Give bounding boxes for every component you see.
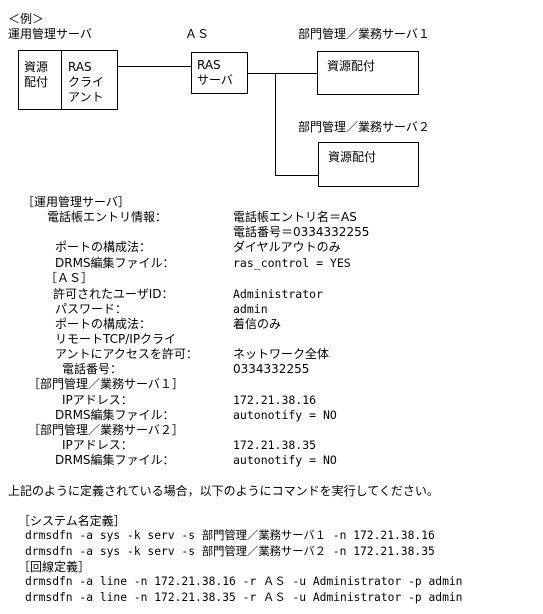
as-password-value: admin: [233, 302, 268, 316]
sys-command-2: drmsdfn -a sys -k serv -s 部門管理／業務サーバ２ -n…: [25, 545, 435, 558]
ops-phonebook-name: 電話帳エントリ名＝AS: [233, 210, 357, 224]
system-section-heading: ［システム名定義］: [18, 514, 126, 528]
ops-section-heading: ［運用管理サーバ］: [22, 195, 130, 209]
as-user-value: Administrator: [233, 287, 324, 301]
dept2-ip-value: 172.21.38.35: [233, 438, 317, 452]
dept-server1-resource-dist: 資源配付: [327, 59, 376, 73]
as-label: ＡＳ: [185, 27, 210, 41]
dept1-drms-label: DRMS編集ファイル：: [55, 408, 175, 422]
dept1-ip-label: IPアドレス：: [62, 393, 133, 407]
as-remote-value: ネットワーク全体: [233, 347, 330, 361]
ras-server-box: [191, 52, 248, 94]
as-remote-label-line2: アントにアクセスを許可：: [55, 347, 198, 361]
as-phone-value: 0334332255: [233, 362, 310, 376]
as-user-label: 許可されたユーザID：: [53, 287, 174, 301]
as-port-label: ポートの構成法：: [55, 317, 152, 331]
dept2-drms-label: DRMS編集ファイル：: [55, 453, 175, 467]
link-as-dept1: [248, 73, 317, 74]
dept2-ip-label: IPアドレス：: [62, 438, 133, 452]
dept1-drms-value: autonotify = NO: [233, 408, 337, 422]
dept-server1-box: [317, 51, 419, 95]
ras-server-line2: サーバ: [197, 73, 233, 87]
example-label: ＜例＞: [8, 12, 45, 26]
as-remote-label-line1: リモートTCP/IPクライ: [55, 332, 177, 346]
as-port-value: 着信のみ: [233, 317, 282, 331]
dept-server2-label: 部門管理／業務サーバ２: [298, 120, 430, 134]
ops-phonebook-number: 電話番号＝0334332255: [233, 225, 370, 239]
line-command-2: drmsdfn -a line -n 172.21.38.35 -r ＡＳ -u…: [25, 591, 463, 604]
ops-drms-value: ras_control = YES: [233, 256, 351, 270]
ops-server-divider: [61, 50, 62, 110]
link-as-dept2: [275, 175, 318, 176]
ras-server-line1: RAS: [197, 58, 221, 72]
ops-drms-label: DRMS編集ファイル：: [55, 256, 175, 270]
line-section-heading: ［回線定義］: [18, 560, 91, 574]
dept-server2-resource-dist: 資源配付: [328, 150, 377, 164]
resource-dist-left-line1: 資源: [24, 60, 49, 74]
ops-server-box: [18, 50, 118, 110]
sys-command-1: drmsdfn -a sys -k serv -s 部門管理／業務サーバ１ -n…: [25, 529, 435, 542]
line-command-1: drmsdfn -a line -n 172.21.38.16 -r ＡＳ -u…: [25, 575, 463, 588]
ops-port-value: ダイヤルアウトのみ: [233, 240, 341, 254]
ras-client-line1: RAS: [68, 60, 92, 74]
as-section-heading: ［ＡＳ］: [45, 271, 94, 285]
ras-client-line2: クライ: [68, 75, 105, 89]
link-vertical: [275, 73, 276, 175]
ops-phonebook-label: 電話帳エントリ情報：: [47, 210, 168, 224]
ras-client-line3: アント: [68, 90, 104, 104]
dept1-section-heading: ［部門管理／業務サーバ１］: [28, 377, 184, 391]
dept1-ip-value: 172.21.38.16: [233, 393, 317, 407]
resource-dist-left-line2: 配付: [24, 75, 49, 89]
dept-server1-label: 部門管理／業務サーバ１: [298, 27, 430, 41]
ops-server-label: 運用管理サーバ: [8, 27, 92, 41]
dept2-drms-value: autonotify = NO: [233, 453, 337, 467]
as-password-label: パスワード：: [55, 302, 128, 316]
dept-server2-box: [318, 142, 419, 187]
instruction-text: 上記のように定義されている場合，以下のようにコマンドを実行してください。: [8, 484, 439, 498]
as-phone-label: 電話番号：: [62, 362, 123, 376]
link-ops-as: [118, 66, 191, 67]
ops-port-label: ポートの構成法：: [55, 240, 152, 254]
dept2-section-heading: ［部門管理／業務サーバ２］: [28, 423, 184, 437]
